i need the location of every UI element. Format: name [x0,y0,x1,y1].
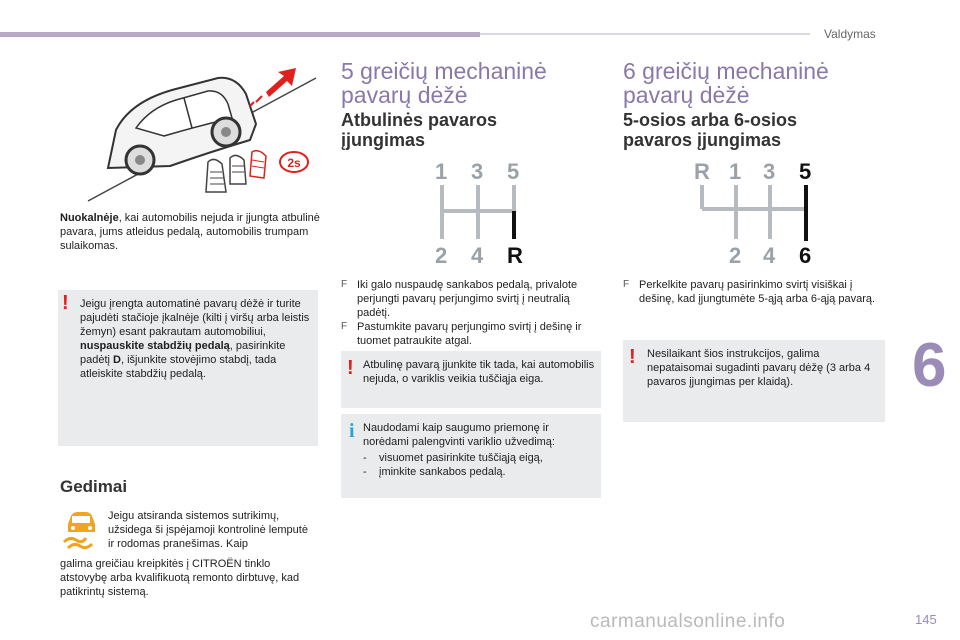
warning-icon: ! [347,357,354,379]
gear-3: 3 [763,159,776,184]
bullet-icon: F [341,279,348,290]
gear-pattern-5-speed: 1 3 5 2 4 R [425,155,535,270]
gear-6: 6 [799,243,812,268]
gearbox-damage-warning-box: ! Nesilaikant šios instrukcijos, galima … [623,340,885,422]
reverse-warning-box: ! Atbulinę pavarą įjunkite tik tada, kai… [341,351,601,408]
warning-icon: ! [62,292,69,314]
gear-1: 1 [435,159,448,184]
list-item: -įminkite sankabos pedalą. [363,466,506,478]
warning-icon: ! [629,346,636,368]
red-arrow-icon [249,68,296,107]
hold-badge-text: 2s [287,156,301,170]
list-item: -visuomet pasirinkite tuščiąją eigą, [363,452,543,464]
gearbox-damage-warning-text: Nesilaikant šios instrukcijos, galima ne… [647,348,871,388]
watermark: carmanualsonline.info [590,611,786,632]
reverse-warning-text: Atbulinę pavarą įjunkite tik tada, kai a… [363,359,595,385]
gear-4: 4 [763,243,776,268]
gear-pattern-5-lines [440,185,516,239]
gear-5: 5 [799,159,812,184]
chapter-number: 6 [912,331,947,400]
gear-3: 3 [471,159,484,184]
gear-2: 2 [435,243,448,268]
gear-4: 4 [471,243,484,268]
gear-reverse: R [694,159,710,184]
start-info-box: i Naudodami kaip saugumo priemonę ir nor… [341,414,601,498]
header-bar [0,32,480,37]
bullet-icon: F [341,321,348,332]
gear-pattern-6-lines [700,185,808,241]
failure-text-1: Jeigu atsiranda sistemos sutrikimų, užsi… [108,510,308,550]
slope-description: Nuokalnėje, kai automobilis nejuda ir įj… [60,212,320,252]
gear-pattern-6-speed: R 1 3 5 2 4 6 [688,155,828,270]
failures-title: Gedimai [60,477,128,496]
start-info-text: Naudodami kaip saugumo priemonę ir norėd… [363,422,555,448]
gear-reverse: R [507,243,523,268]
hold-badge: 2s [279,151,309,173]
gear-1: 1 [729,159,742,184]
header-bar-light [480,33,810,35]
page-number: 145 [915,612,937,627]
start-info-list: -visuomet pasirinkite tuščiąją eigą, -įm… [363,451,595,479]
car-on-slope-illustration: 2s [87,68,317,202]
automatic-gearbox-warning-box: ! Jeigu įrengta automatinė pavarų dėžė i… [58,290,318,446]
hill-assist-warning-lamp-icon [62,512,95,550]
automatic-gearbox-warning-text: Jeigu įrengta automatinė pavarų dėžė ir … [80,298,310,380]
failure-text-2: galima greičiau kreipkitės į CITROËN tin… [60,558,300,598]
info-icon: i [349,420,355,442]
section-title: Valdymas [824,27,876,41]
gear-2: 2 [729,243,742,268]
gear-5: 5 [507,159,520,184]
bullet-icon: F [623,279,630,290]
pedals-icon [205,149,267,193]
